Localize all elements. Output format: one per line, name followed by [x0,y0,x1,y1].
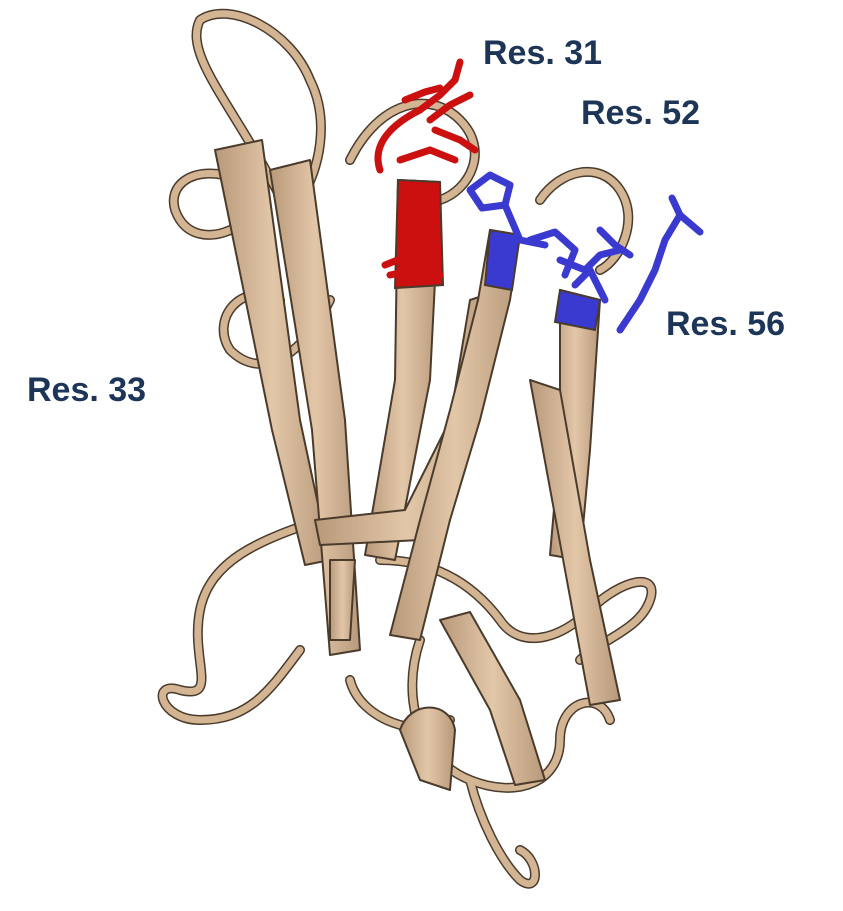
residue-label-52: Res. 52 [581,96,700,130]
residue-label-56: Res. 56 [666,307,785,341]
beta-strand [400,708,455,791]
residue-highlight-red [378,62,475,288]
residue-label-31: Res. 31 [483,36,602,70]
residue-label-33: Res. 33 [27,373,146,407]
beta-strand [330,560,355,640]
